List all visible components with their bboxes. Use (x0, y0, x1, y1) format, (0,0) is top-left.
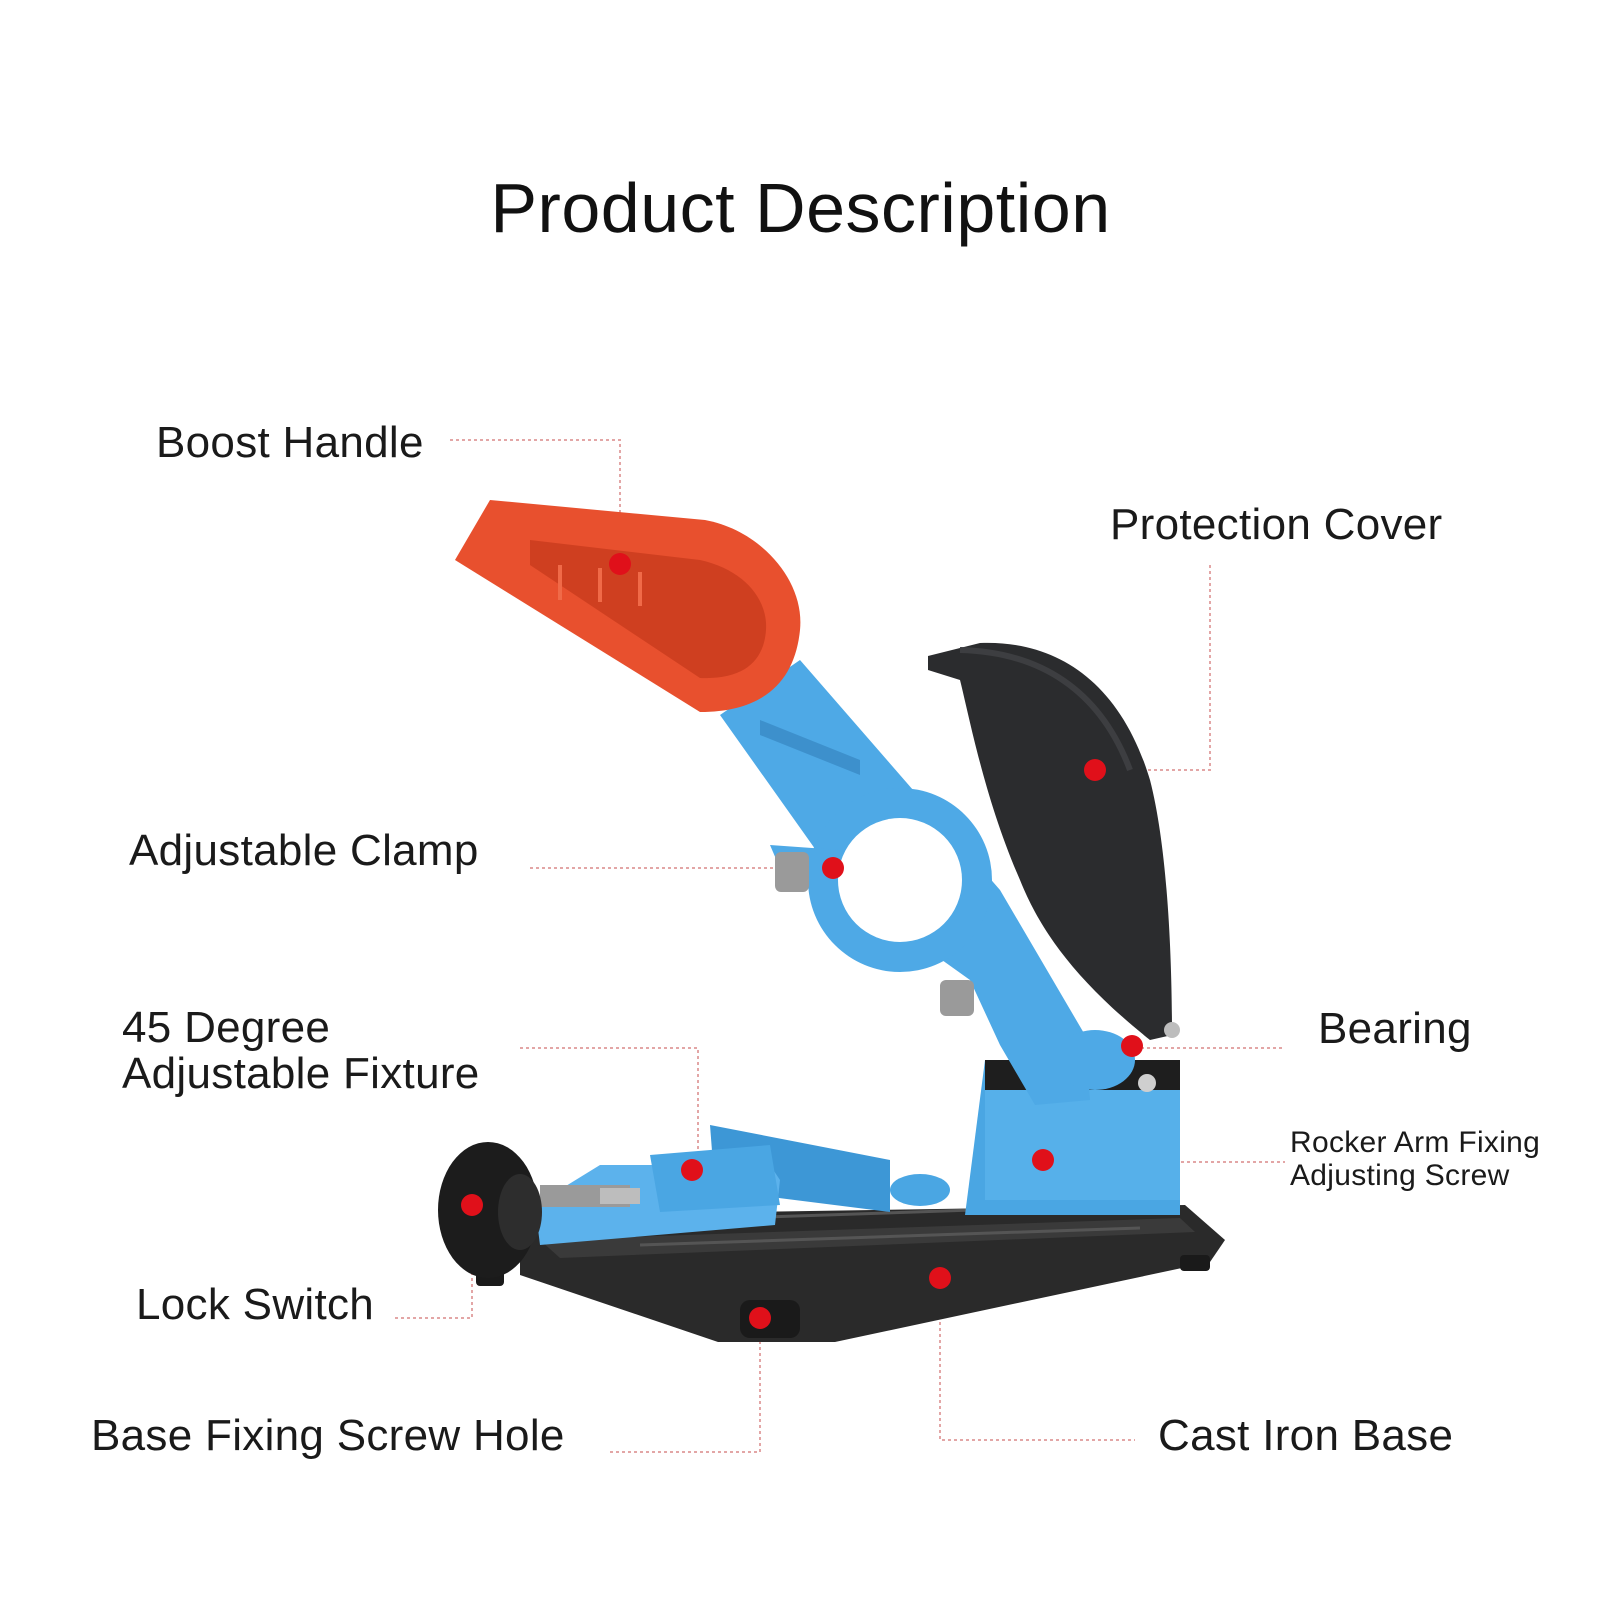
label-rocker-line1: Rocker Arm Fixing (1290, 1126, 1541, 1159)
leader-fixture (520, 1047, 699, 1170)
leader-protection-cover (1095, 565, 1211, 771)
label-boost-handle: Boost Handle (156, 418, 424, 467)
boost-handle-shape (455, 500, 801, 712)
label-fixture-line1: 45 Degree (122, 1003, 331, 1052)
marker-base-screw-hole (749, 1307, 771, 1329)
label-bearing: Bearing (1318, 1004, 1472, 1053)
cast-iron-base-shape (476, 1203, 1225, 1342)
label-rocker-line2: Adjusting Screw (1290, 1159, 1510, 1192)
leader-base-screw-hole (610, 1318, 761, 1453)
marker-protection-cover (1084, 759, 1106, 781)
marker-boost-handle (609, 553, 631, 575)
leader-cast-iron-base (939, 1280, 1135, 1441)
label-base-screw-hole: Base Fixing Screw Hole (91, 1411, 565, 1460)
page-title: Product Description (490, 169, 1111, 247)
marker-fixture (681, 1159, 703, 1181)
markers (461, 553, 1143, 1329)
protection-cover-shape (928, 642, 1180, 1040)
label-cast-iron-base: Cast Iron Base (1158, 1411, 1454, 1460)
lock-knob-shape (438, 1142, 542, 1278)
marker-cast-iron-base (929, 1267, 951, 1289)
marker-bearing (1121, 1035, 1143, 1057)
marker-adjustable-clamp (822, 857, 844, 879)
leader-boost-handle (450, 439, 621, 560)
label-adjustable-clamp: Adjustable Clamp (129, 826, 479, 875)
marker-lock-switch (461, 1194, 483, 1216)
label-protection-cover: Protection Cover (1110, 500, 1443, 549)
label-lock-switch: Lock Switch (136, 1280, 375, 1329)
fixture-shape (535, 1125, 950, 1245)
label-fixture-line2: Adjustable Fixture (122, 1049, 480, 1098)
rocker-arm-shape (720, 660, 1135, 1105)
marker-rocker (1032, 1149, 1054, 1171)
